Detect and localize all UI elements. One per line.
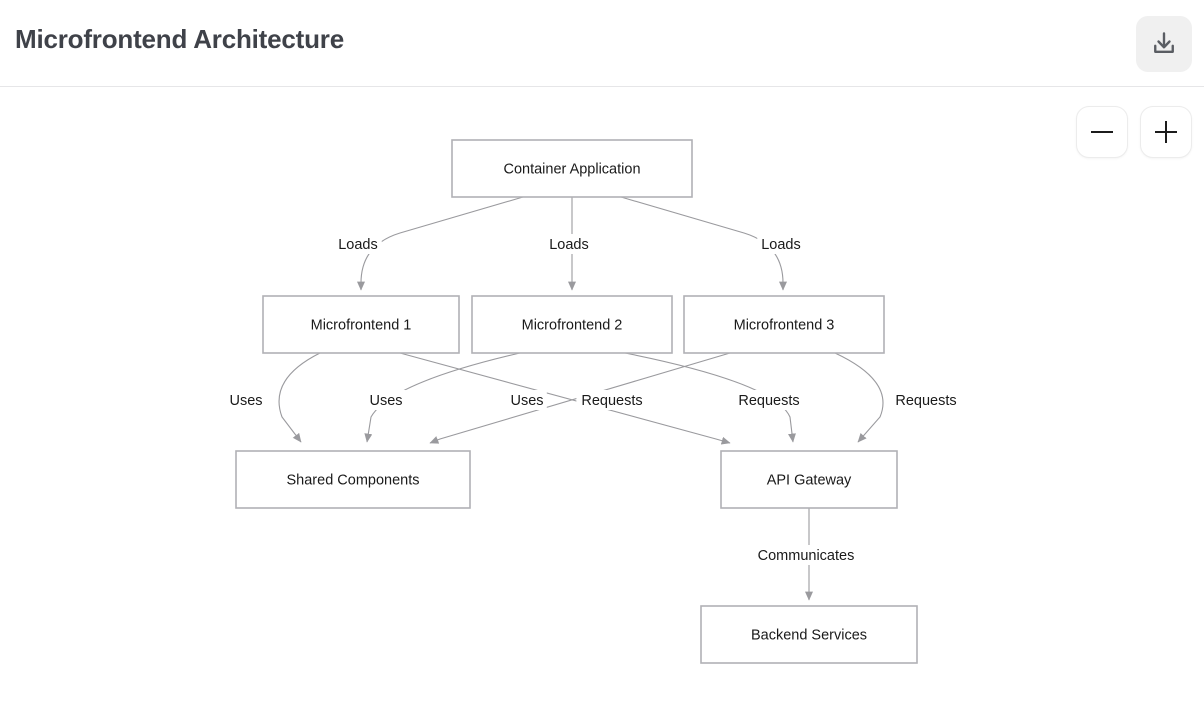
node-mfe2[interactable]: Microfrontend 2 — [471, 295, 673, 354]
edge-label-backdrop — [334, 234, 382, 254]
edge-label-e5: Uses — [369, 393, 402, 409]
edge-label-backdrop — [545, 234, 593, 254]
edge-mfe3-to-gateway — [834, 352, 884, 443]
app-header: Microfrontend Architecture — [0, 0, 1204, 87]
edge-label-backdrop — [733, 390, 805, 410]
minus-icon — [1091, 121, 1113, 143]
edge-label-e1: Loads — [338, 237, 378, 253]
plus-icon — [1155, 121, 1177, 143]
node-box — [451, 139, 693, 198]
edge-label-backdrop — [576, 390, 648, 410]
edge-label-backdrop — [890, 390, 962, 410]
edge-label-e2: Loads — [549, 237, 589, 253]
edge-label-e3: Loads — [761, 237, 801, 253]
edge-label-e7: Requests — [581, 393, 642, 409]
node-mfe3[interactable]: Microfrontend 3 — [683, 295, 885, 354]
node-box — [471, 295, 673, 354]
zoom-controls — [1076, 106, 1192, 158]
edge-label-backdrop — [226, 390, 266, 410]
download-button[interactable] — [1136, 16, 1192, 72]
node-container[interactable]: Container Application — [451, 139, 693, 198]
edge-label-backdrop — [757, 234, 805, 254]
node-label: Container Application — [503, 161, 640, 177]
edge-label-e9: Requests — [895, 393, 956, 409]
node-label: API Gateway — [767, 472, 852, 488]
download-icon — [1149, 29, 1179, 59]
node-gateway[interactable]: API Gateway — [720, 450, 898, 509]
node-label: Microfrontend 2 — [522, 317, 623, 333]
node-box — [720, 450, 898, 509]
edge-label-backdrop — [366, 390, 406, 410]
node-mfe1[interactable]: Microfrontend 1 — [262, 295, 460, 354]
zoom-out-button[interactable] — [1076, 106, 1128, 158]
edge-container-to-mfe1 — [357, 196, 524, 291]
edge-mfe3-to-shared — [429, 352, 731, 444]
node-label: Backend Services — [751, 627, 867, 643]
node-label: Shared Components — [287, 472, 420, 488]
node-box — [235, 450, 471, 509]
edge-label-e8: Requests — [738, 393, 799, 409]
edge-label-e4: Uses — [229, 393, 262, 409]
edge-mfe1-to-shared — [278, 352, 321, 443]
node-shared[interactable]: Shared Components — [235, 450, 471, 509]
node-box — [700, 605, 918, 664]
edge-mfe2-to-shared — [364, 352, 521, 443]
edge-mfe1-to-gateway — [399, 352, 731, 445]
edge-label-backdrop — [507, 390, 547, 410]
node-box — [262, 295, 460, 354]
node-label: Microfrontend 1 — [311, 317, 412, 333]
zoom-in-button[interactable] — [1140, 106, 1192, 158]
node-label: Microfrontend 3 — [734, 317, 835, 333]
node-backend[interactable]: Backend Services — [700, 605, 918, 664]
node-box — [683, 295, 885, 354]
page-title: Microfrontend Architecture — [15, 24, 344, 54]
edge-label-backdrop — [754, 545, 858, 565]
edge-mfe2-to-gateway — [624, 352, 796, 443]
edge-label-e10: Communicates — [758, 548, 855, 564]
edge-label-e6: Uses — [510, 393, 543, 409]
